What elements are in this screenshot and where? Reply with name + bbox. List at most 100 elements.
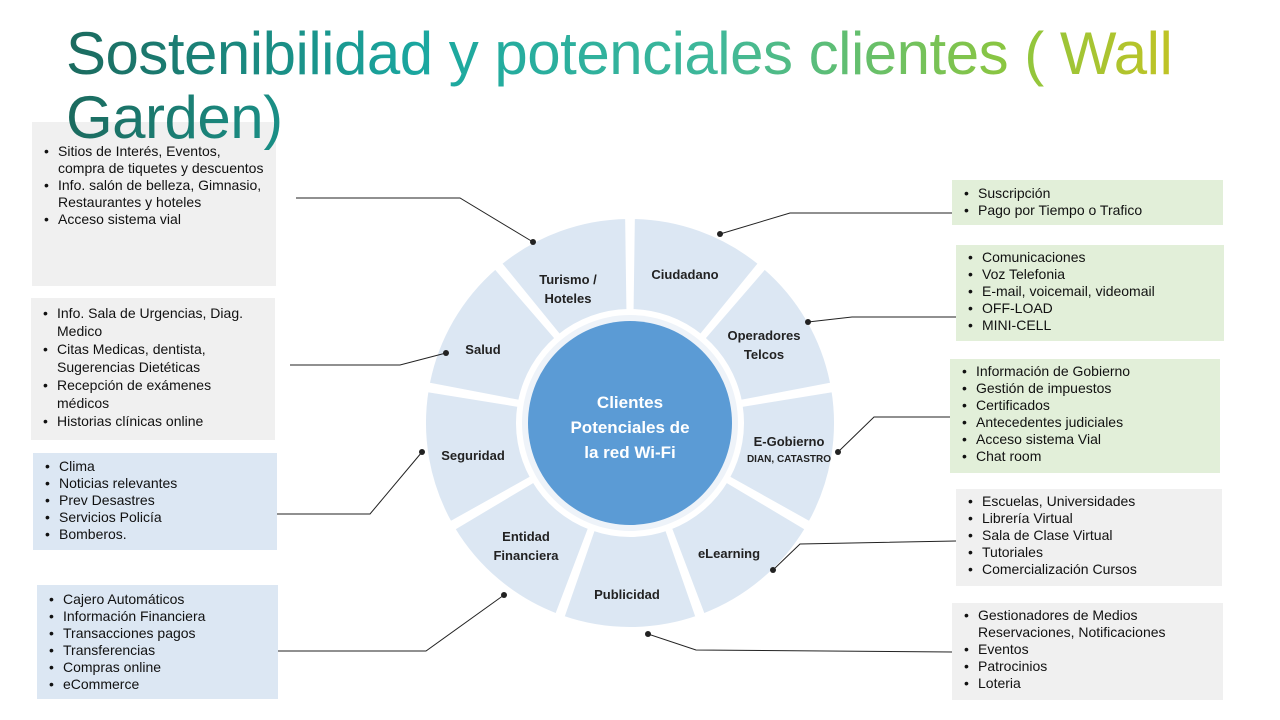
segment-label-publicidad: Publicidad	[594, 587, 660, 602]
info-box-operadores: ComunicacionesVoz TelefoniaE-mail, voice…	[956, 245, 1224, 341]
center-label-line2: Potenciales de	[570, 418, 689, 437]
segment-ciudadano	[629, 214, 764, 340]
connector-dot-operadores	[805, 319, 811, 325]
center-circle	[528, 321, 732, 525]
list-item: Recepción de exámenes médicos	[37, 376, 267, 412]
list-item: Cajero Automáticos	[43, 591, 270, 608]
segment-label-financiera-2: Financiera	[493, 548, 559, 563]
list-item: Información Financiera	[43, 608, 270, 625]
list-item: E-mail, voicemail, videomail	[962, 283, 1216, 300]
info-box-financiera: Cajero AutomáticosInformación Financiera…	[37, 585, 278, 699]
connector-salud	[290, 352, 447, 366]
connector-ciudadano	[719, 212, 952, 235]
list-item: Compras online	[43, 659, 270, 676]
center-label-line3: la red Wi-Fi	[584, 443, 675, 462]
connector-dot-salud	[443, 350, 449, 356]
list-item: Acceso sistema Vial	[956, 431, 1212, 448]
list-item: Transferencias	[43, 642, 270, 659]
list-item: Comunicaciones	[962, 249, 1216, 266]
list-item: Suscripción	[958, 185, 1215, 202]
list-item: Patrocinios	[958, 658, 1215, 675]
connector-publicidad	[647, 633, 953, 653]
info-list-seguridad: ClimaNoticias relevantesPrev DesastresSe…	[39, 458, 269, 543]
segment-label-egobierno-2: DIAN, CATASTRO	[747, 454, 831, 465]
list-item: Prev Desastres	[39, 492, 269, 509]
segment-label-financiera: Entidad	[502, 529, 550, 544]
segment-label-turismo-2: Hoteles	[545, 291, 592, 306]
list-item: Sala de Clase Virtual	[962, 527, 1214, 544]
connector-turismo	[296, 197, 534, 243]
connector-elearning	[772, 540, 957, 571]
list-item: Noticias relevantes	[39, 475, 269, 492]
connector-dot-ciudadano	[717, 231, 723, 237]
segment-label-ciudadano: Ciudadano	[651, 267, 718, 282]
list-item: MINI-CELL	[962, 317, 1216, 334]
connector-dot-turismo	[530, 239, 536, 245]
connector-dot-egobierno	[835, 449, 841, 455]
list-item: Gestionadores de Medios Reservaciones, N…	[958, 607, 1215, 641]
info-box-egobierno: Información de GobiernoGestión de impues…	[950, 359, 1220, 473]
info-box-publicidad: Gestionadores de Medios Reservaciones, N…	[952, 603, 1223, 700]
list-item: Acceso sistema vial	[38, 211, 268, 228]
connector-seguridad	[272, 451, 423, 515]
segment-label-elearning: eLearning	[698, 546, 760, 561]
segment-operadores	[700, 264, 835, 405]
info-box-salud: Info. Sala de Urgencias, Diag. MedicoCit…	[31, 298, 275, 440]
list-item: Pago por Tiempo o Trafico	[958, 202, 1215, 219]
list-item: Tutoriales	[962, 544, 1214, 561]
info-box-turismo: Sitios de Interés, Eventos, compra de ti…	[32, 122, 276, 286]
connector-dot-publicidad	[645, 631, 651, 637]
info-list-turismo: Sitios de Interés, Eventos, compra de ti…	[38, 143, 268, 228]
segment-label-salud: Salud	[465, 342, 500, 357]
list-item: Librería Virtual	[962, 510, 1214, 527]
info-list-operadores: ComunicacionesVoz TelefoniaE-mail, voice…	[962, 249, 1216, 334]
connector-dot-financiera	[501, 592, 507, 598]
info-list-financiera: Cajero AutomáticosInformación Financiera…	[43, 591, 270, 693]
list-item: OFF-LOAD	[962, 300, 1216, 317]
list-item: Antecedentes judiciales	[956, 414, 1212, 431]
segment-publicidad	[559, 526, 701, 631]
list-item: Bomberos.	[39, 526, 269, 543]
segment-label-operadores: Operadores	[728, 328, 801, 343]
list-item: Eventos	[958, 641, 1215, 658]
connector-dot-seguridad	[419, 449, 425, 455]
segment-salud	[425, 264, 560, 405]
info-list-publicidad: Gestionadores de Medios Reservaciones, N…	[958, 607, 1215, 692]
list-item: Voz Telefonia	[962, 266, 1216, 283]
list-item: Comercialización Cursos	[962, 561, 1214, 578]
list-item: Historias clínicas online	[37, 412, 267, 430]
list-item: Chat room	[956, 448, 1212, 465]
list-item: Certificados	[956, 397, 1212, 414]
list-item: eCommerce	[43, 676, 270, 693]
list-item: Servicios Policía	[39, 509, 269, 526]
list-item: Info. salón de belleza, Gimnasio, Restau…	[38, 177, 268, 211]
info-box-ciudadano: SuscripciónPago por Tiempo o Trafico	[952, 180, 1223, 225]
list-item: Sitios de Interés, Eventos, compra de ti…	[38, 143, 268, 177]
list-item: Transacciones pagos	[43, 625, 270, 642]
segment-label-egobierno: E-Gobierno	[754, 434, 825, 449]
list-item: Info. Sala de Urgencias, Diag. Medico	[37, 304, 267, 340]
connector-financiera	[278, 594, 505, 652]
info-list-ciudadano: SuscripciónPago por Tiempo o Trafico	[958, 185, 1215, 219]
info-box-seguridad: ClimaNoticias relevantesPrev DesastresSe…	[33, 453, 277, 550]
segment-financiera	[450, 477, 593, 619]
segment-seguridad	[422, 387, 535, 527]
center-label-line1: Clientes	[597, 393, 663, 412]
list-item: Escuelas, Universidades	[962, 493, 1214, 510]
list-item: Citas Medicas, dentista, Sugerencias Die…	[37, 340, 267, 376]
list-item: Información de Gobierno	[956, 363, 1212, 380]
segment-egobierno	[725, 387, 838, 527]
slide-title: Sostenibilidad y potenciales clientes ( …	[66, 22, 1246, 150]
list-item: Gestión de impuestos	[956, 380, 1212, 397]
info-list-elearning: Escuelas, UniversidadesLibrería VirtualS…	[962, 493, 1214, 578]
segment-label-operadores-2: Telcos	[744, 347, 784, 362]
segment-label-turismo: Turismo /	[539, 272, 597, 287]
connector-operadores	[807, 316, 956, 323]
list-item: Clima	[39, 458, 269, 475]
info-box-elearning: Escuelas, UniversidadesLibrería VirtualS…	[956, 489, 1222, 586]
connector-dot-elearning	[770, 567, 776, 573]
segment-label-seguridad: Seguridad	[441, 448, 505, 463]
info-list-salud: Info. Sala de Urgencias, Diag. MedicoCit…	[37, 304, 267, 430]
